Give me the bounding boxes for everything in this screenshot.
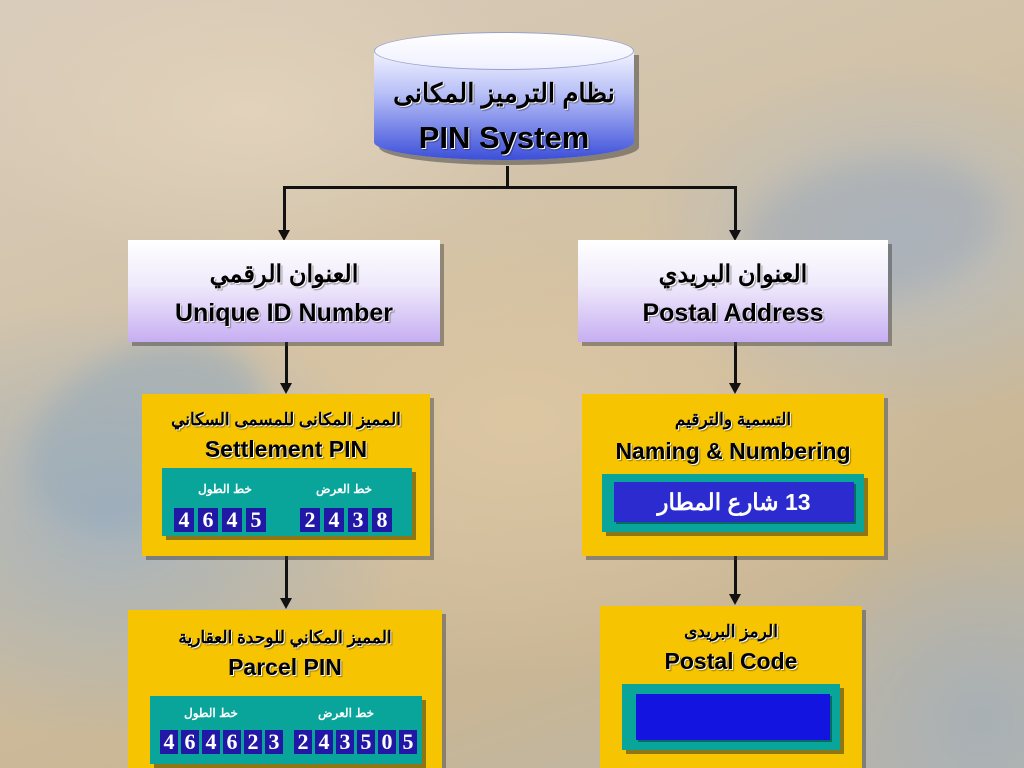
- postal-code-panel: [622, 684, 840, 750]
- parcel-coordinates-panel: خط الطول خط العرض 4 6 4 6 2 3 2 4 3 5 0 …: [150, 696, 422, 764]
- connector-horizontal: [283, 186, 737, 189]
- digit: 3: [265, 730, 283, 754]
- digit: 4: [324, 508, 344, 532]
- digit: 6: [198, 508, 218, 532]
- arrow-to-naming: [729, 383, 741, 394]
- postal-code-title-ar: الرمز البريدى: [684, 622, 778, 641]
- settlement-longitude-digits: 4 6 4 5: [174, 508, 266, 532]
- digit: 6: [223, 730, 241, 754]
- naming-title-ar: التسمية والترقيم: [674, 410, 792, 429]
- parcel-longitude-label: خط الطول: [184, 706, 238, 720]
- digit: 2: [294, 730, 312, 754]
- unique-id-number-node[interactable]: العنوان الرقمي Unique ID Number: [128, 240, 440, 342]
- connector-root-stem: [506, 166, 509, 188]
- digit: 6: [181, 730, 199, 754]
- settlement-longitude-label: خط الطول: [198, 482, 252, 496]
- digit: 5: [357, 730, 375, 754]
- settlement-coordinates-panel: خط الطول خط العرض 4 6 4 5 2 4 3 8: [162, 468, 412, 536]
- parcel-latitude-label: خط العرض: [318, 706, 375, 720]
- naming-title-en: Naming & Numbering: [615, 438, 851, 464]
- digit: 4: [174, 508, 194, 532]
- digit: 5: [399, 730, 417, 754]
- digit: 4: [315, 730, 333, 754]
- naming-numbering-node[interactable]: التسمية والترقيم Naming & Numbering 13 ش…: [582, 394, 884, 556]
- naming-example-value: 13 شارع المطار: [614, 482, 854, 522]
- digit: 8: [372, 508, 392, 532]
- postal-code-title-en: Postal Code: [664, 648, 798, 674]
- naming-example-panel: 13 شارع المطار: [602, 474, 864, 532]
- digit: 4: [222, 508, 242, 532]
- postal-code-node[interactable]: الرمز البريدى Postal Code: [600, 606, 862, 768]
- pin-system-title-ar: نظام الترميز المكانى: [393, 78, 615, 108]
- settlement-latitude-digits: 2 4 3 8: [300, 508, 392, 532]
- arrow-to-postal-code: [729, 594, 741, 605]
- postal-address-title-ar: العنوان البريدي: [658, 261, 808, 288]
- digit: 4: [160, 730, 178, 754]
- parcel-pin-node[interactable]: المميز المكاني للوحدة العقارية Parcel PI…: [128, 610, 442, 768]
- unique-id-title-ar: العنوان الرقمي: [209, 261, 359, 288]
- postal-address-node[interactable]: العنوان البريدي Postal Address: [578, 240, 888, 342]
- arrow-to-unique-id: [278, 230, 290, 241]
- connector-unique-to-settlement: [285, 342, 288, 384]
- connector-settlement-to-parcel: [285, 556, 288, 599]
- digit: 2: [300, 508, 320, 532]
- parcel-title-ar: المميز المكاني للوحدة العقارية: [178, 628, 392, 647]
- settlement-title-en: Settlement PIN: [204, 436, 368, 462]
- digit: 4: [202, 730, 220, 754]
- pin-system-node[interactable]: نظام الترميز المكانى PIN System: [374, 32, 634, 166]
- arrow-to-settlement: [280, 383, 292, 394]
- settlement-pin-node[interactable]: المميز المكانى للمسمى السكاني Settlement…: [142, 394, 430, 556]
- digit: 0: [378, 730, 396, 754]
- postal-address-title-en: Postal Address: [642, 299, 824, 327]
- connector-right-down: [734, 186, 737, 231]
- connector-naming-to-postal-code: [734, 556, 737, 595]
- parcel-title-en: Parcel PIN: [228, 654, 342, 680]
- cylinder-cap: [374, 32, 634, 70]
- digit: 2: [244, 730, 262, 754]
- digit: 3: [336, 730, 354, 754]
- connector-postal-to-naming: [734, 342, 737, 384]
- connector-left-down: [283, 186, 286, 231]
- parcel-longitude-digits: 4 6 4 6 2 3: [160, 730, 283, 754]
- unique-id-title-en: Unique ID Number: [174, 299, 394, 327]
- arrow-to-parcel: [280, 598, 292, 609]
- pin-system-title-en: PIN System: [418, 120, 590, 155]
- digit: 5: [246, 508, 266, 532]
- parcel-latitude-digits: 2 4 3 5 0 5: [294, 730, 417, 754]
- postal-code-value: [636, 694, 830, 740]
- settlement-latitude-label: خط العرض: [316, 482, 373, 496]
- digit: 3: [348, 508, 368, 532]
- settlement-title-ar: المميز المكانى للمسمى السكاني: [171, 410, 401, 429]
- arrow-to-postal-address: [729, 230, 741, 241]
